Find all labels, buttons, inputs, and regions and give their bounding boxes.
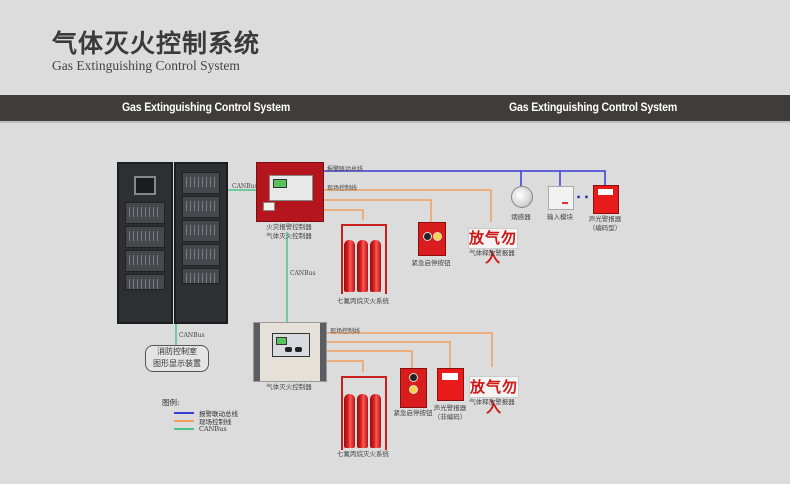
page-title: 气体灭火控制系统 bbox=[52, 29, 261, 58]
input-module-label: 输入模块 bbox=[547, 213, 573, 221]
emergency-button-top[interactable] bbox=[418, 222, 446, 256]
field-control-wire-sign-bottom bbox=[325, 332, 493, 367]
smoke-detector bbox=[511, 186, 533, 208]
field-control-wire-alarm-bottom bbox=[325, 341, 451, 368]
release-indicator-top-label: 气体释放警报器 bbox=[469, 249, 515, 257]
alarm-bus-label: 报警联动总线 bbox=[327, 166, 364, 173]
legend-swatch bbox=[174, 412, 194, 414]
release-indicator-bottom-label: 气体释放警报器 bbox=[469, 398, 515, 406]
more-devices-ellipsis: • • • bbox=[576, 193, 597, 202]
graphic-display-device: 消防控制室 图形显示装置 bbox=[145, 345, 209, 372]
emergency-button-bottom[interactable] bbox=[400, 368, 427, 408]
gas-extinguishing-controller-label: 气体灭火控制器 bbox=[266, 383, 312, 391]
canbus-label-main: CANBus bbox=[232, 183, 258, 190]
field-control-wire-sign-top bbox=[322, 189, 492, 222]
field-control-wire-cylinders-top bbox=[322, 209, 364, 220]
page-subtitle: Gas Extinguishing Control System bbox=[52, 58, 240, 73]
legend-item-field-control: 现场控制线 bbox=[174, 417, 238, 426]
legend-title: 图例: bbox=[162, 398, 180, 407]
emergency-button-top-label: 紧急启停按钮 bbox=[411, 259, 451, 267]
cylinder-system-bottom bbox=[339, 370, 387, 450]
sound-light-alarm-bottom-label: 声光警报器 （非编码） bbox=[433, 404, 467, 421]
field-control-wire-button-top bbox=[322, 199, 432, 222]
gas-extinguishing-controller bbox=[253, 322, 327, 382]
release-sign-top: 放气勿入 bbox=[468, 228, 518, 266]
legend: 图例: 报警联动总线 现场控制线 CANBus bbox=[162, 397, 238, 433]
legend-swatch bbox=[174, 428, 194, 430]
band-label-left: Gas Extinguishing Control System bbox=[122, 100, 291, 114]
legend-item-alarm-bus: 报警联动总线 bbox=[174, 409, 238, 418]
field-control-wire-cylinders-bottom bbox=[325, 360, 364, 372]
field-control-label-bottom: 现场控制线 bbox=[330, 328, 361, 335]
cabinet-left bbox=[117, 162, 173, 324]
emergency-button-bottom-label: 紧急启停按钮 bbox=[393, 409, 433, 417]
fire-alarm-controller-label: 火灾报警控制器 气体灭火控制器 bbox=[266, 223, 312, 240]
legend-swatch bbox=[174, 420, 194, 422]
field-control-label-top: 现场控制线 bbox=[327, 185, 358, 192]
canbus-label-vertical: CANBus bbox=[290, 270, 316, 277]
cabinet-screen bbox=[134, 176, 156, 195]
sound-light-alarm-top-label: 声光警报器 （编码型） bbox=[588, 215, 622, 232]
fire-alarm-controller bbox=[256, 162, 324, 222]
cylinder-system-bottom-label: 七氟丙烷灭火系统 bbox=[337, 450, 389, 458]
legend-item-canbus: CANBus bbox=[174, 425, 238, 433]
alarm-bus-wire bbox=[322, 170, 606, 186]
cabinet-right bbox=[174, 162, 228, 324]
field-control-wire-button-bottom bbox=[325, 350, 413, 368]
cylinder-system-top-label: 七氟丙烷灭火系统 bbox=[337, 297, 389, 305]
sound-light-alarm-top bbox=[593, 185, 619, 214]
canbus-label-display: CANBus bbox=[179, 332, 205, 339]
smoke-detector-label: 烟感器 bbox=[511, 213, 531, 221]
band-label-right: Gas Extinguishing Control System bbox=[509, 100, 678, 114]
cylinder-system-top bbox=[339, 218, 387, 294]
sound-light-alarm-bottom bbox=[437, 368, 464, 401]
section-band bbox=[0, 95, 790, 123]
release-sign-bottom: 放气勿入 bbox=[469, 376, 519, 416]
input-module bbox=[548, 186, 574, 210]
